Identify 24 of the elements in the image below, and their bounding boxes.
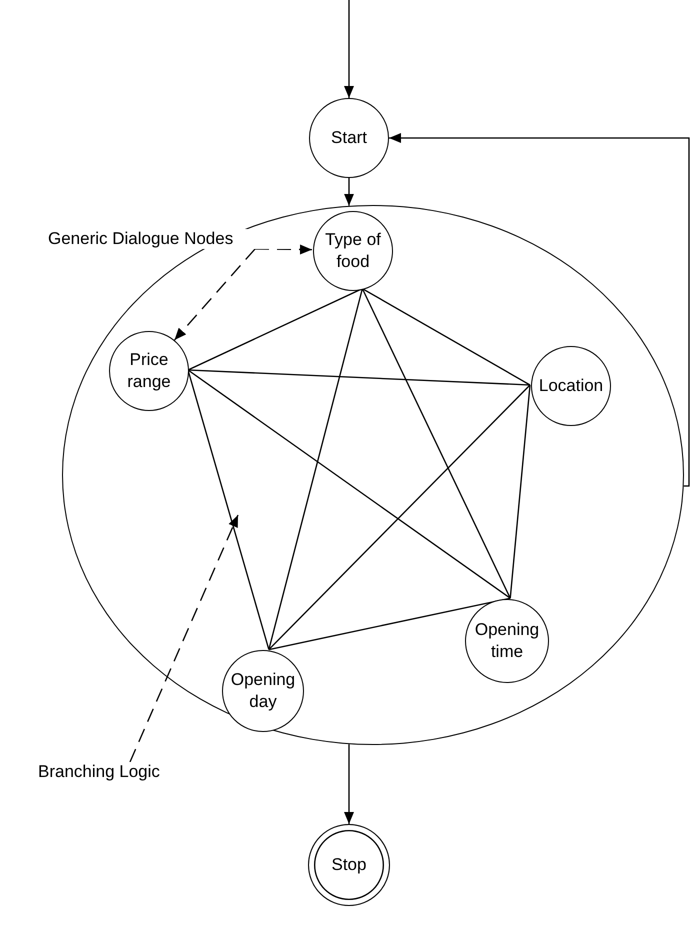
leader-line <box>255 244 312 254</box>
state-label: Price range <box>126 349 172 393</box>
arrow <box>344 178 354 206</box>
state-label: Opening time <box>474 619 540 663</box>
state-label: Opening day <box>230 669 296 713</box>
arrow <box>344 744 354 824</box>
branch-line <box>188 369 530 386</box>
branch-line <box>188 369 511 599</box>
callout-label: Generic Dialogue Nodes <box>48 229 294 249</box>
arrow <box>344 0 354 98</box>
state-label: Start <box>330 127 368 149</box>
branch-line <box>187 370 270 650</box>
branch-line <box>268 384 530 650</box>
state-label: Type of food <box>324 229 382 273</box>
branch-line <box>362 288 530 386</box>
leader-line <box>129 514 239 762</box>
branch-line <box>268 288 363 650</box>
state-label: Stop <box>330 854 368 876</box>
branch-line <box>268 598 510 650</box>
branch-line <box>362 288 511 598</box>
state-label: Location <box>538 375 604 397</box>
arrow <box>389 133 690 487</box>
branch-line <box>510 384 531 598</box>
leader-line <box>174 248 256 340</box>
